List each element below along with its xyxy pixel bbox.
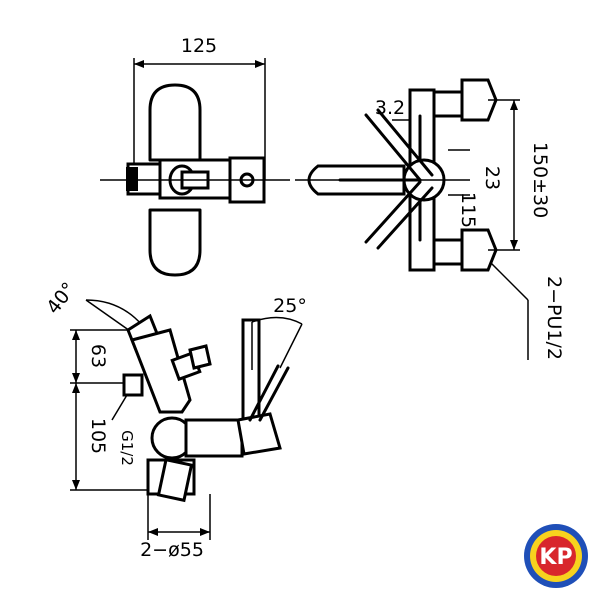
dim-105-label: 105 — [87, 418, 109, 454]
upper-nut-base — [432, 90, 464, 118]
dim-25-label: 25° — [273, 295, 307, 317]
arm — [184, 418, 244, 458]
dim-thread-label: 2−PU1/2 — [543, 276, 565, 360]
dim-3-2-label: 3.2 — [375, 97, 405, 119]
lower-nut-base — [432, 238, 464, 266]
dim-g12-label: G1/2 — [118, 430, 136, 466]
arc-40 — [85, 299, 143, 326]
arc-25 — [251, 316, 303, 325]
kp-logo: KP — [524, 524, 588, 588]
dim-125-label: 125 — [181, 35, 217, 57]
lever-upper — [364, 113, 422, 182]
handle-angled — [258, 366, 290, 422]
upper-flange — [148, 83, 202, 162]
logo-text: KP — [539, 545, 572, 570]
dim-115-label: 115 — [457, 192, 479, 228]
dim-23-label: 23 — [481, 166, 503, 190]
top-view: 125 — [100, 35, 290, 277]
dim-63-label: 63 — [87, 344, 109, 368]
lever-lower — [364, 180, 422, 244]
dim-55-label: 2−ø55 — [140, 539, 204, 561]
side-view: 3.2 150±30 23 115 2−PU1/2 — [295, 78, 565, 360]
inlet-nut — [122, 373, 144, 397]
front-view: 40° 63 105 G1/2 2−ø55 — [42, 278, 307, 561]
lower-flange — [148, 208, 202, 277]
front-body — [129, 328, 192, 414]
handle-head — [236, 412, 282, 456]
dim-150-label: 150±30 — [529, 142, 551, 218]
dim-40-label: 40° — [42, 278, 80, 318]
lower-nut — [460, 228, 498, 272]
upper-nut — [460, 78, 498, 122]
